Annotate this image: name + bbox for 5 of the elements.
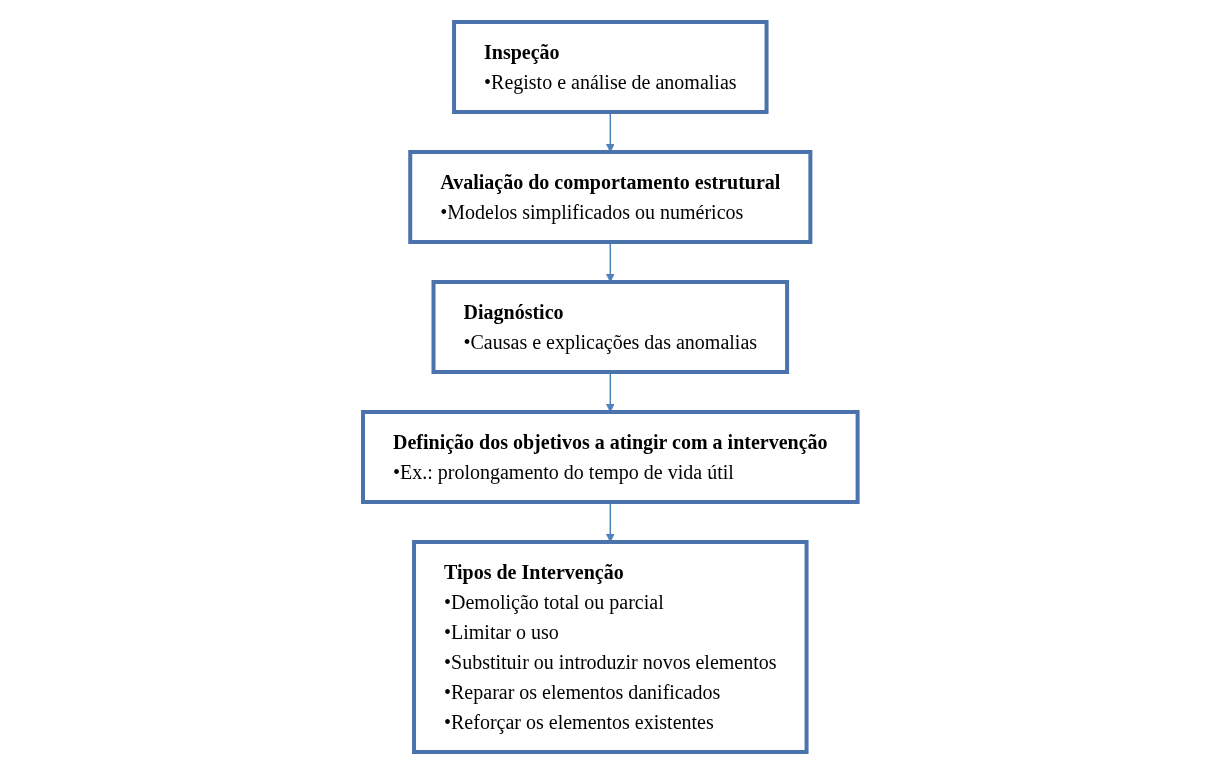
node-box: Tipos de Intervenção •Demolição total ou parcial •Limitar o uso •Substituir ou introduzir novos elementos •Reparar os elementos danificados •Reforçar os elementos existentes xyxy=(411,539,809,754)
node-box: Definição dos objetivos a atingir com a intervenção •Ex.: prolongamento do tempo de vida útil xyxy=(360,409,860,504)
node-box: Inspeção •Registo e análise de anomalias xyxy=(451,19,769,114)
node-box: Diagnóstico •Causas e explicações das anomalias xyxy=(431,279,789,374)
node-box: Avaliação do comportamento estrutural •Modelos simplificados ou numéricos xyxy=(407,149,813,244)
